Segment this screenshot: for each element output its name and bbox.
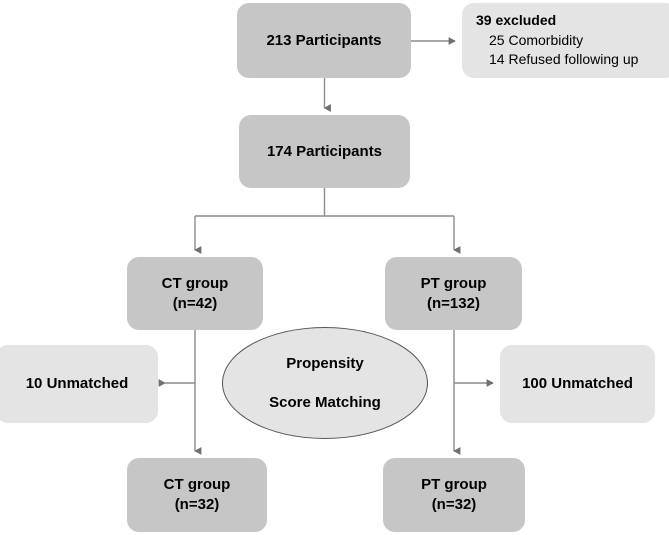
node-ct-group-prematch: CT group (n=42) bbox=[127, 257, 263, 330]
node-ct-group-postmatch: CT group (n=32) bbox=[127, 458, 267, 532]
node-pt-group-postmatch-count: (n=32) bbox=[431, 496, 477, 513]
node-enrolled-label: 213 Participants bbox=[266, 31, 382, 49]
node-ct-group-postmatch-count: (n=32) bbox=[174, 496, 220, 513]
node-ct-unmatched: 10 Unmatched bbox=[0, 345, 158, 423]
node-excluded-reason-comorbidity: 25 Comorbidity bbox=[489, 31, 584, 48]
node-ct-group-prematch-count: (n=42) bbox=[172, 294, 218, 312]
node-pt-group-postmatch-name: PT group bbox=[421, 476, 487, 494]
node-pt-unmatched-label: 100 Unmatched bbox=[522, 375, 633, 393]
node-ct-group-prematch-name: CT group bbox=[161, 274, 229, 292]
node-included-participants: 174 Participants bbox=[239, 115, 410, 188]
node-ct-group-postmatch-name: CT group bbox=[163, 476, 231, 494]
node-excluded-reason-refused: 14 Refused following up bbox=[489, 51, 639, 68]
node-enrolled-participants: 213 Participants bbox=[237, 3, 411, 78]
node-pt-group-prematch: PT group (n=132) bbox=[385, 257, 522, 330]
node-pt-group-prematch-name: PT group bbox=[420, 274, 487, 292]
node-pt-unmatched: 100 Unmatched bbox=[500, 345, 655, 423]
node-pt-group-prematch-count: (n=132) bbox=[427, 294, 480, 312]
node-pt-group-postmatch: PT group (n=32) bbox=[383, 458, 525, 532]
node-excluded: 39 excluded 25 Comorbidity 14 Refused fo… bbox=[462, 3, 669, 78]
psm-label-line1: Propensity bbox=[286, 355, 364, 372]
node-propensity-score-matching: Propensity Score Matching bbox=[222, 327, 428, 439]
node-included-label: 174 Participants bbox=[266, 142, 383, 160]
node-ct-unmatched-label: 10 Unmatched bbox=[25, 375, 129, 393]
psm-label-line2: Score Matching bbox=[269, 394, 381, 411]
node-excluded-heading: 39 excluded bbox=[476, 11, 557, 28]
